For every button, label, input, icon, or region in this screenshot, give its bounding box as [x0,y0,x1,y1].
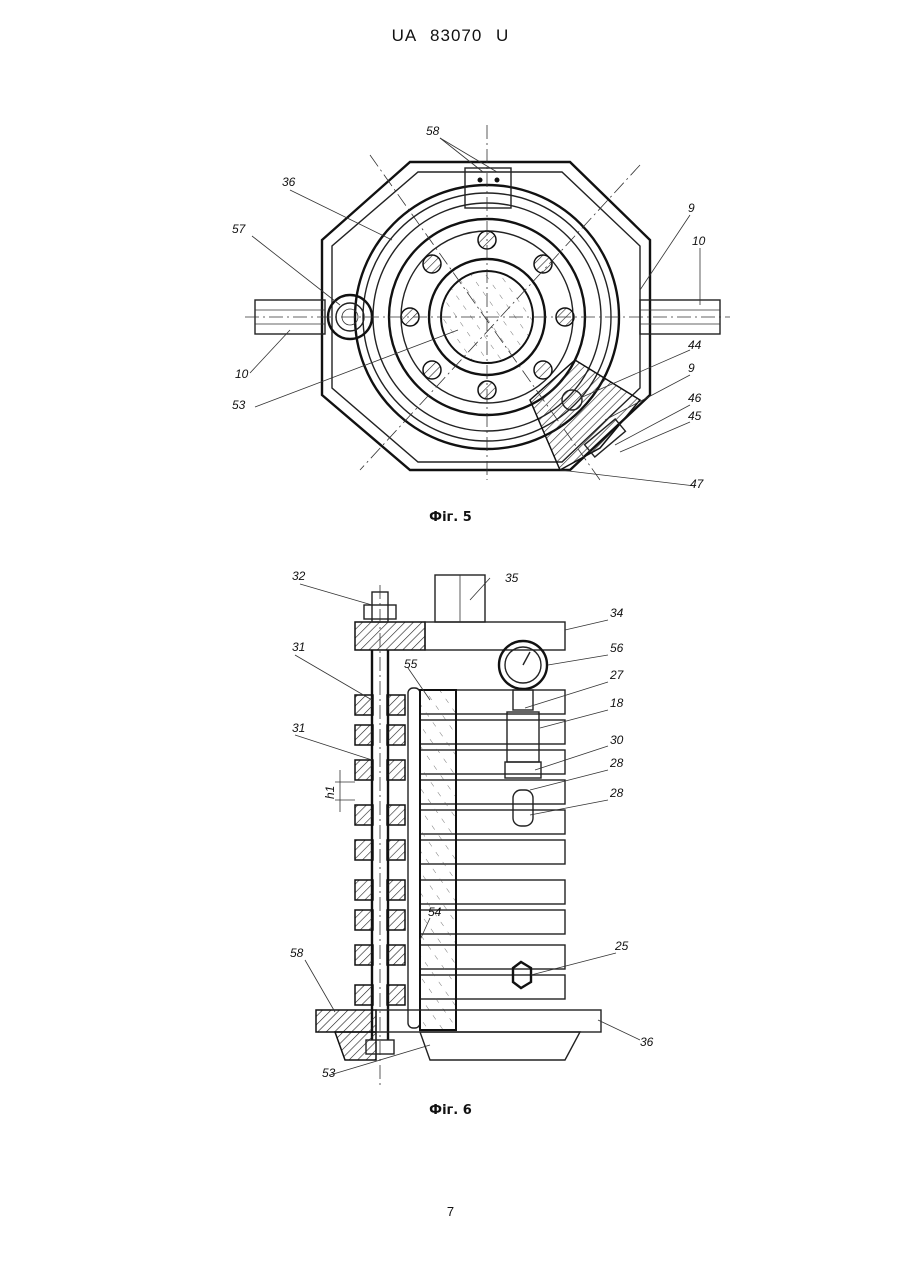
label-27: 27 [609,668,625,682]
label-32: 32 [292,569,306,583]
label-25: 25 [614,939,629,953]
label-55: 55 [404,657,418,671]
label-28-top: 28 [609,756,624,770]
figure-6-caption: Фіг. 6 [0,1103,901,1118]
label-46: 46 [688,391,702,405]
label-9-bottom: 9 [688,361,695,375]
label-58: 58 [426,124,440,138]
label-45: 45 [688,409,702,423]
label-18: 18 [610,696,624,710]
label-54: 54 [428,905,442,919]
figure-5-caption: Фіг. 5 [0,510,901,525]
label-30: 30 [610,733,624,747]
label-9-top: 9 [688,201,695,215]
figure-5-drawing: 58 36 9 10 57 44 9 10 53 46 45 47 [0,0,901,500]
figure-6-drawing: 32 35 34 31 56 55 27 18 31 30 28 28 h1 5… [0,565,901,1085]
label-34: 34 [610,606,624,620]
label-44: 44 [688,338,702,352]
label-31-top: 31 [292,640,305,654]
label-h1: h1 [323,786,337,799]
label-57: 57 [232,222,247,236]
label-31-middle: 31 [292,721,305,735]
label-28-bottom: 28 [609,786,624,800]
label-36: 36 [640,1035,654,1049]
label-10-right: 10 [692,234,706,248]
label-10-left: 10 [235,367,249,381]
label-36: 36 [282,175,296,189]
page-number: 7 [0,1204,901,1219]
label-53: 53 [322,1066,336,1080]
label-47: 47 [690,477,705,491]
label-35: 35 [505,571,519,585]
label-56: 56 [610,641,624,655]
label-58: 58 [290,946,304,960]
label-53: 53 [232,398,246,412]
